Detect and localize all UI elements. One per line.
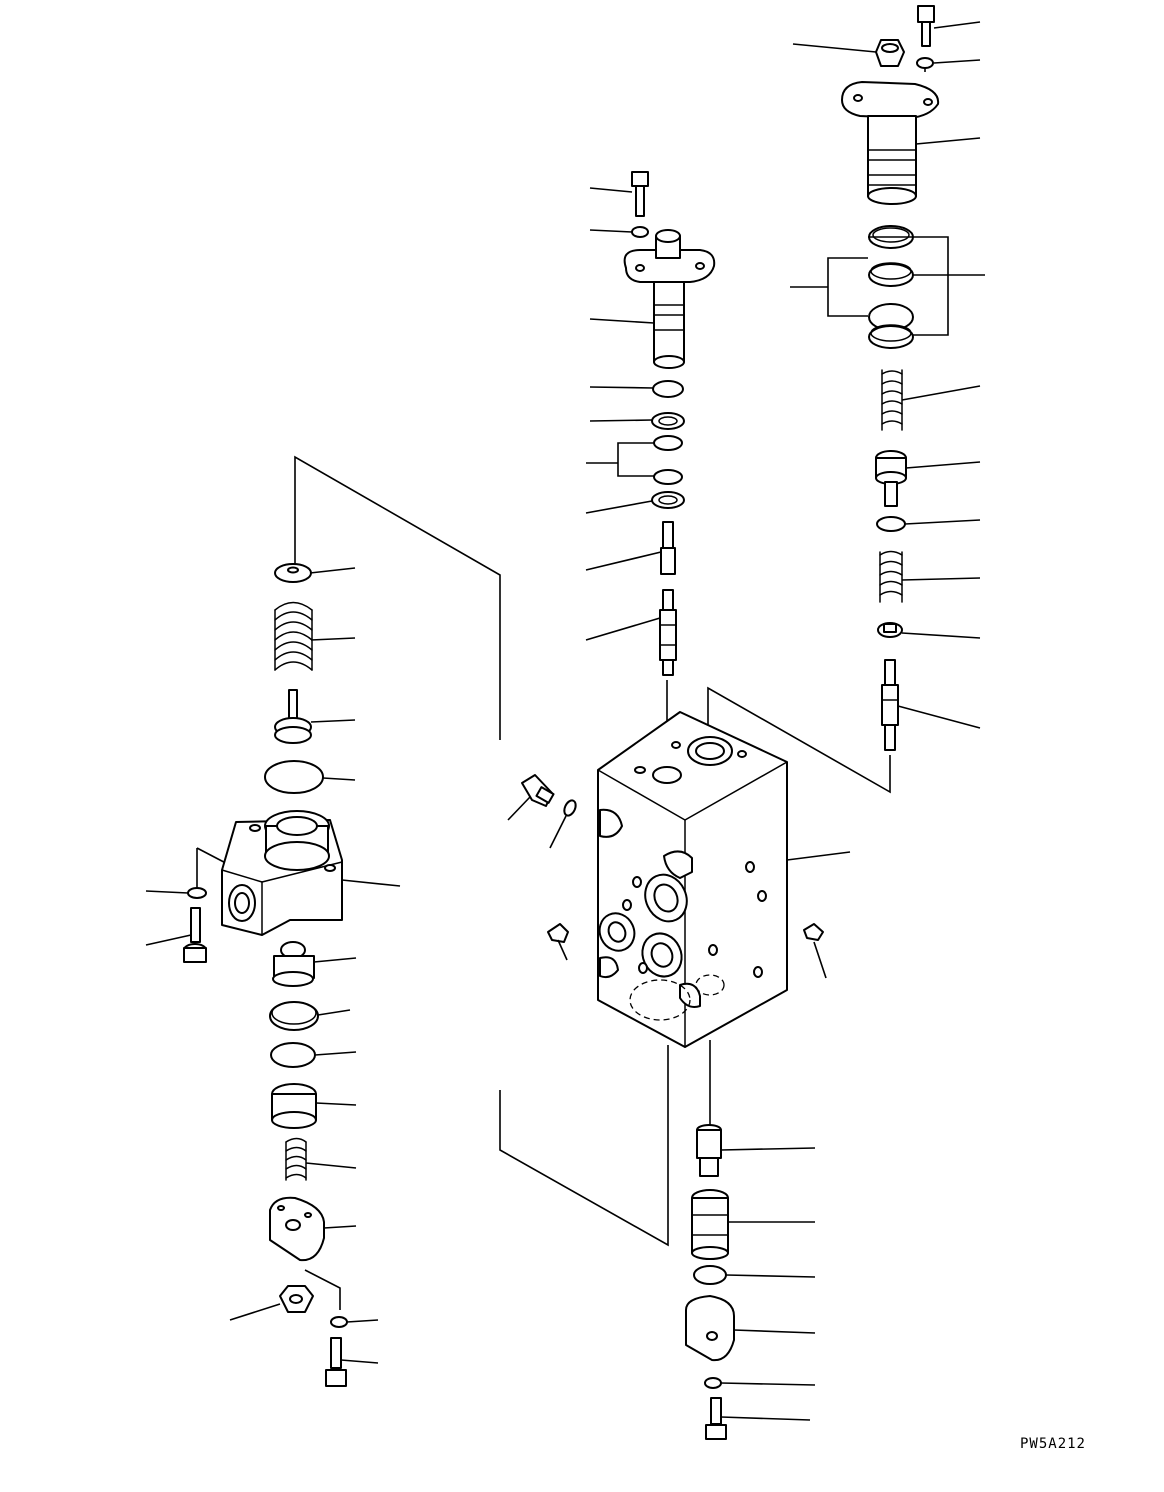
right-seal-ring-4 xyxy=(868,324,914,349)
left-o-ring-mid xyxy=(270,1042,316,1068)
left-o-ring-large xyxy=(264,760,324,794)
left-plug-piston xyxy=(272,941,315,987)
left-bolt-bottom xyxy=(325,1337,347,1387)
left-cover-flange xyxy=(269,1196,325,1262)
bottom-cover xyxy=(685,1295,735,1362)
valve-body xyxy=(597,711,788,1048)
center-o-ring-2 xyxy=(653,435,683,451)
left-spring-large xyxy=(274,601,313,671)
center-washer xyxy=(631,226,649,238)
right-nut xyxy=(875,39,905,67)
bottom-piston xyxy=(696,1124,722,1177)
body-plug-elbow xyxy=(521,774,555,807)
right-o-ring xyxy=(876,516,906,532)
center-bolt xyxy=(631,171,649,217)
right-spring-seat xyxy=(877,622,903,638)
left-cap-plunger xyxy=(271,1083,317,1129)
left-washer-bottom xyxy=(330,1316,348,1328)
right-cover-cylinder xyxy=(841,81,940,205)
left-bolt-top xyxy=(183,907,207,963)
assembly-guide-lines xyxy=(196,60,926,1310)
left-spring-small xyxy=(285,1137,307,1181)
center-pin xyxy=(660,521,676,575)
bottom-o-ring xyxy=(693,1265,727,1285)
right-bolt xyxy=(917,5,935,47)
right-seal-ring-2 xyxy=(868,262,914,287)
center-backup-ring-2 xyxy=(651,491,685,509)
body-plug-right xyxy=(803,923,824,941)
right-washer xyxy=(916,57,934,69)
left-spring-seat xyxy=(274,563,312,583)
right-long-spool xyxy=(881,659,899,751)
center-o-ring-3 xyxy=(653,469,683,485)
left-backup-ring xyxy=(269,1001,319,1031)
center-long-spool xyxy=(659,589,677,676)
bottom-washer xyxy=(704,1377,722,1389)
left-washer-top xyxy=(187,887,207,899)
left-valve-housing xyxy=(221,810,343,936)
center-o-ring-1 xyxy=(652,380,684,398)
body-plug-left xyxy=(547,923,569,943)
center-flange-spool xyxy=(623,229,716,369)
leader-lines xyxy=(145,21,985,1421)
bottom-bolt xyxy=(705,1397,727,1440)
right-poppet xyxy=(875,450,907,507)
drawing-code: PW5A212 xyxy=(1019,1436,1086,1452)
center-backup-ring-1 xyxy=(651,412,685,430)
body-o-ring-small xyxy=(563,799,577,817)
left-nut xyxy=(279,1285,314,1313)
left-poppet xyxy=(274,689,312,744)
right-spring-small xyxy=(881,369,903,431)
right-spring-mid xyxy=(879,550,903,603)
bottom-sleeve xyxy=(691,1189,729,1260)
